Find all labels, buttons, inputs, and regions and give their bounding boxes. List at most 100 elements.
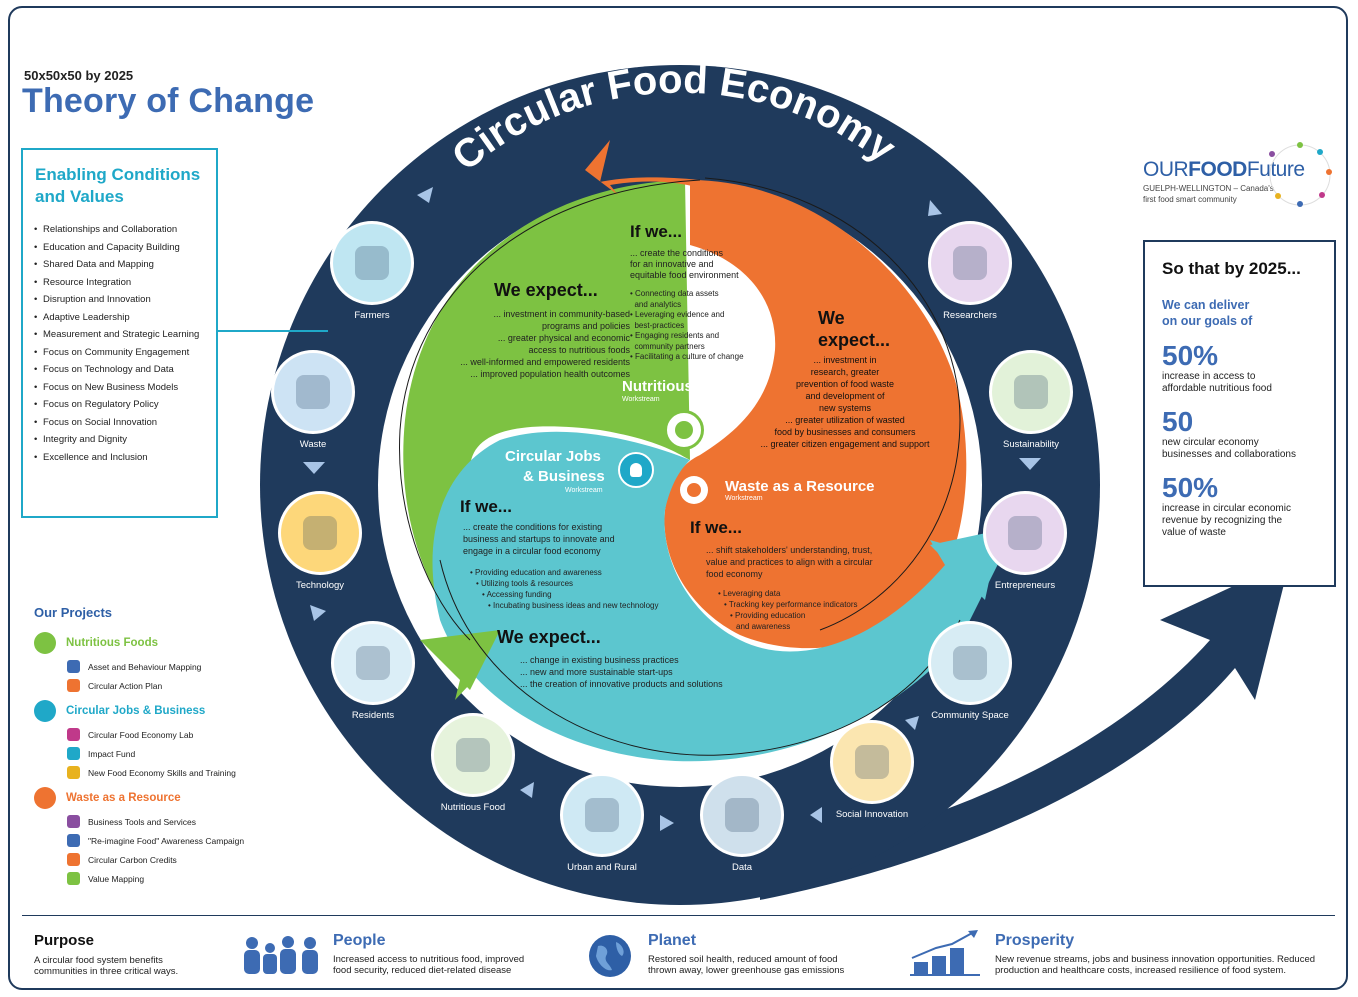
- prosperity-title: Prosperity: [995, 932, 1075, 949]
- waste-title: Waste as a Resource: [725, 478, 875, 495]
- nutritious-bullet-line: • Facilitating a culture of change: [630, 352, 744, 361]
- enabling-item: Education and Capacity Building: [34, 242, 216, 253]
- project-group-icon: [34, 787, 56, 809]
- waste-bullet-line: • Leveraging data: [718, 589, 781, 598]
- enabling-title: Enabling Conditions and Values: [35, 165, 201, 206]
- project-item-label: Value Mapping: [88, 873, 145, 884]
- ring-node-farmers-icon: [330, 221, 414, 305]
- ring-node-label: Urban and Rural: [567, 862, 637, 873]
- jobs-if-line: business and startups to innovate and: [463, 534, 615, 544]
- enabling-item: Adaptive Leadership: [34, 312, 216, 323]
- jobs-bullet-line: • Accessing funding: [482, 590, 552, 599]
- logo-sub-1: GUELPH-WELLINGTON – Canada's: [1143, 184, 1274, 193]
- enabling-item: Shared Data and Mapping: [34, 259, 216, 270]
- project-item[interactable]: "Re-imagine Food" Awareness Campaign: [67, 834, 264, 847]
- project-item[interactable]: Value Mapping: [67, 872, 264, 885]
- purpose-block: Purpose A circular food system benefits …: [34, 932, 234, 977]
- waste-tag: Workstream: [725, 495, 763, 502]
- people-title: People: [333, 932, 386, 949]
- project-group-head: Waste as a Resource: [34, 787, 264, 809]
- node-illustration: [303, 516, 337, 550]
- node-illustration: [953, 646, 987, 680]
- project-group-head: Circular Jobs & Business: [34, 700, 264, 722]
- ring-node-nutritious-food-icon: [431, 713, 515, 797]
- enabling-list: Relationships and CollaborationEducation…: [23, 224, 216, 463]
- enabling-item: Focus on Technology and Data: [34, 364, 216, 375]
- project-item-icon: [67, 834, 80, 847]
- goal-text: increase in circular economic: [1162, 503, 1291, 514]
- enabling-item: Resource Integration: [34, 277, 216, 288]
- project-item[interactable]: Impact Fund: [67, 747, 264, 760]
- node-illustration: [585, 798, 619, 832]
- waste-expect-line: new systems: [818, 403, 871, 413]
- nutritious-bullets: • Connecting data assets and analytics• …: [630, 289, 800, 363]
- project-item[interactable]: Circular Action Plan: [67, 679, 264, 692]
- jobs-expect-lines: ... change in existing business practice…: [520, 654, 810, 690]
- project-item[interactable]: Business Tools and Services: [67, 815, 264, 828]
- waste-segment: [664, 180, 967, 649]
- waste-if-line: value and practices to align with a circ…: [706, 557, 873, 567]
- ring-node-community-space-icon: [928, 621, 1012, 705]
- project-item-icon: [67, 660, 80, 673]
- project-item-icon: [67, 728, 80, 741]
- prosperity-line-2: production and healthcare costs, increas…: [995, 965, 1286, 976]
- ring-node-sustainability-icon: [989, 350, 1073, 434]
- jobs-if-line: engage in a circular food economy: [463, 546, 601, 556]
- nutritious-expect-line: access to nutritious foods: [528, 345, 630, 355]
- logo-our: OUR: [1143, 158, 1189, 181]
- nutritious-expect: We expect...: [494, 280, 598, 300]
- nutritious-if-line: equitable food environment: [630, 270, 739, 280]
- logo-dots-ring: [1269, 142, 1332, 207]
- ring-node-label: Community Space: [931, 710, 1009, 721]
- enabling-item: Focus on Regulatory Policy: [34, 399, 216, 410]
- goal-number: 50%: [1162, 472, 1219, 503]
- nutritious-expect-line: ... improved population health outcomes: [470, 369, 630, 379]
- goal-text: businesses and collaborations: [1162, 449, 1296, 460]
- project-item[interactable]: Asset and Behaviour Mapping: [67, 660, 264, 673]
- project-group-name: Waste as a Resource: [66, 792, 181, 804]
- jobs-bullet-line: • Incubating business ideas and new tech…: [488, 601, 659, 610]
- page-title: Theory of Change: [22, 82, 315, 120]
- planet-block: Planet Restored soil health, reduced amo…: [648, 932, 878, 976]
- waste-if-line: ... shift stakeholders' understanding, t…: [706, 545, 873, 555]
- enabling-item: Focus on Community Engagement: [34, 347, 216, 358]
- enabling-item: Measurement and Strategic Learning: [34, 329, 216, 340]
- project-item-icon: [67, 747, 80, 760]
- bottom-divider: [22, 915, 1335, 916]
- project-item-label: Business Tools and Services: [88, 816, 197, 827]
- waste-expect: We expect...: [818, 307, 890, 351]
- project-item-label: Circular Carbon Credits: [88, 854, 177, 865]
- ring-node-label: Farmers: [354, 310, 390, 321]
- project-group-head: Nutritious Foods: [34, 632, 264, 654]
- waste-expect-line: research, greater: [810, 367, 880, 377]
- logo-future: Future: [1246, 158, 1305, 181]
- planet-line-1: Restored soil health, reduced amount of …: [648, 954, 838, 965]
- planet-title: Planet: [648, 932, 697, 949]
- purpose-title: Purpose: [34, 932, 95, 949]
- ring-node-label: Waste: [299, 439, 327, 450]
- node-illustration: [456, 738, 490, 772]
- nutritious-bullet-line: community partners: [630, 341, 705, 351]
- nutritious-if-line: for an innovative and: [630, 259, 714, 269]
- people-block: People Increased access to nutritious fo…: [333, 932, 563, 976]
- waste-if-lines: ... shift stakeholders' understanding, t…: [706, 544, 906, 580]
- project-item[interactable]: Circular Food Economy Lab: [67, 728, 264, 741]
- ring-node-label: Data: [731, 862, 753, 873]
- nutritious-expect-line: programs and policies: [541, 321, 630, 331]
- project-group-name: Circular Jobs & Business: [66, 705, 206, 717]
- project-item-label: Asset and Behaviour Mapping: [88, 661, 202, 672]
- goals-lead-2: on our goals of: [1162, 314, 1253, 328]
- enabling-item: Integrity and Dignity: [34, 434, 216, 445]
- waste-ifwe: If we...: [690, 518, 742, 537]
- project-item[interactable]: Circular Carbon Credits: [67, 853, 264, 866]
- project-item[interactable]: New Food Economy Skills and Training: [67, 766, 264, 779]
